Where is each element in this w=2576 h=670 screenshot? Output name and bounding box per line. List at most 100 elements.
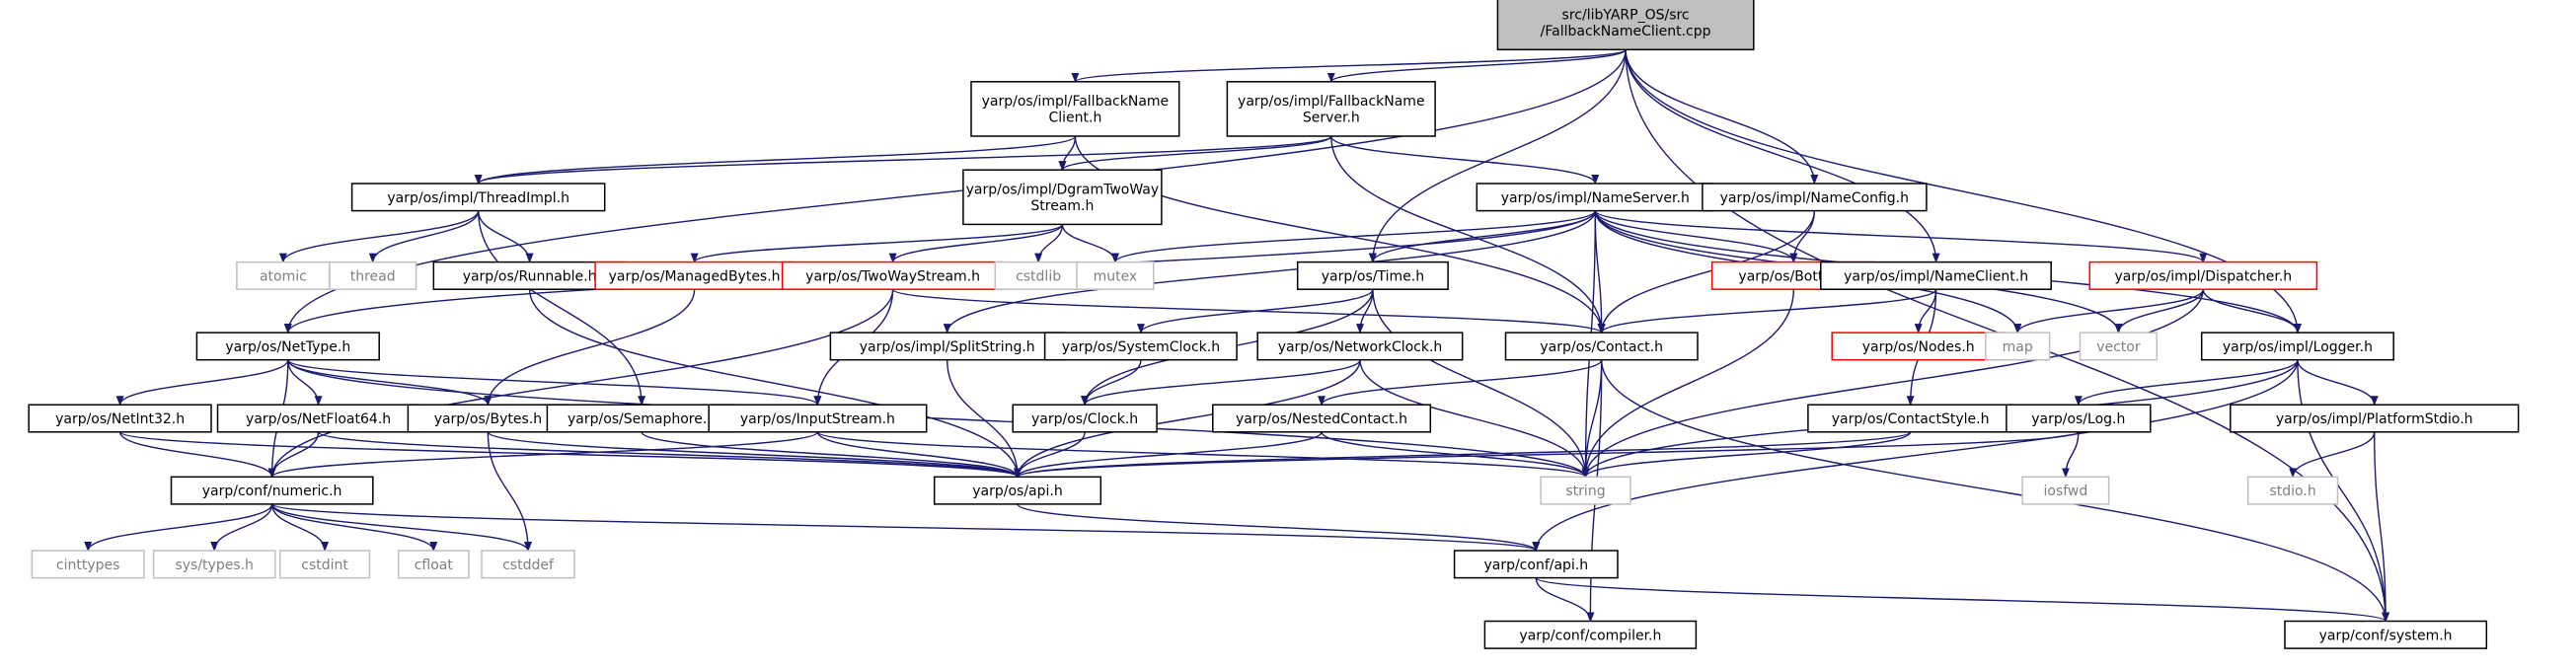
edge-logger-to-platformstdio xyxy=(2297,359,2379,407)
node-box xyxy=(933,476,1102,505)
node-label: Client.h xyxy=(1048,111,1101,126)
node-box xyxy=(1476,183,1714,212)
node-clock[interactable]: yarp/os/Clock.h xyxy=(1012,404,1158,433)
node-atomic: atomic xyxy=(236,261,331,290)
edge-nameserver-to-bottle xyxy=(1594,210,1798,263)
edge-log-to-osapi xyxy=(1014,431,2080,479)
edge-time-to-systemclock xyxy=(1136,288,1374,335)
node-managedbytes[interactable]: yarp/os/ManagedBytes.h xyxy=(594,261,795,290)
edge-root-to-nameclient xyxy=(1625,49,1940,263)
node-label: /FallbackNameClient.cpp xyxy=(1541,24,1711,39)
node-system[interactable]: yarp/conf/system.h xyxy=(2284,620,2488,649)
node-box xyxy=(1702,183,1928,212)
node-nestedcontact[interactable]: yarp/os/NestedContact.h xyxy=(1212,404,1432,433)
node-nameconfig[interactable]: yarp/os/impl/NameConfig.h xyxy=(1702,183,1928,212)
node-numeric[interactable]: yarp/conf/numeric.h xyxy=(170,476,374,505)
edge-bytes-to-osapi xyxy=(487,431,1022,479)
node-networkclock[interactable]: yarp/os/NetworkClock.h xyxy=(1256,332,1464,361)
node-nameclient[interactable]: yarp/os/impl/NameClient.h xyxy=(1820,261,2052,290)
node-fnc[interactable]: yarp/os/impl/FallbackNameClient.h xyxy=(970,81,1180,137)
node-box xyxy=(407,404,569,433)
node-semaphore[interactable]: yarp/os/Semaphore.h xyxy=(546,404,737,433)
edge-threadimpl-to-atomic xyxy=(278,210,480,263)
node-threadimpl[interactable]: yarp/os/impl/ThreadImpl.h xyxy=(350,183,606,212)
node-nameserver[interactable]: yarp/os/impl/NameServer.h xyxy=(1476,183,1714,212)
edge-runnable-to-osapi xyxy=(528,289,1022,479)
node-splitstring[interactable]: yarp/os/impl/SplitString.h xyxy=(829,332,1065,361)
node-label: mutex xyxy=(1094,268,1138,284)
edge-fns-to-threadimpl xyxy=(475,135,1332,185)
node-nodes[interactable]: yarp/os/Nodes.h xyxy=(1831,332,2007,361)
edge-bottle-to-string xyxy=(1581,289,1794,479)
node-log[interactable]: yarp/os/Log.h xyxy=(2006,404,2152,433)
node-contactstyle[interactable]: yarp/os/ContactStyle.h xyxy=(1807,404,2014,433)
node-inputstream[interactable]: yarp/os/InputStream.h xyxy=(708,404,928,433)
node-bytes[interactable]: yarp/os/Bytes.h xyxy=(407,404,569,433)
node-runnable[interactable]: yarp/os/Runnable.h xyxy=(432,261,627,290)
node-label: stdio.h xyxy=(2269,484,2315,499)
edge-nestedcontact-to-osapi xyxy=(1014,431,1323,479)
node-box xyxy=(1820,261,2052,290)
node-platformstdio[interactable]: yarp/os/impl/PlatformStdio.h xyxy=(2230,404,2520,433)
node-label: yarp/os/impl/FallbackName xyxy=(982,94,1170,110)
node-box xyxy=(1256,332,1464,361)
node-box xyxy=(708,404,928,433)
nodes-layer: src/libYARP_OS/src/FallbackNameClient.cp… xyxy=(28,0,2520,649)
node-label: yarp/os/Bytes.h xyxy=(434,411,542,427)
node-compiler[interactable]: yarp/conf/compiler.h xyxy=(1483,620,1698,649)
node-label: src/libYARP_OS/src xyxy=(1562,8,1690,24)
node-box xyxy=(962,169,1163,226)
edge-confapi-to-compiler xyxy=(1535,577,1595,623)
edge-dgram-to-managedbytes xyxy=(690,223,1064,263)
node-label: yarp/os/Runnable.h xyxy=(463,268,597,284)
node-box xyxy=(1504,332,1699,361)
node-box xyxy=(994,261,1083,290)
node-netint32[interactable]: yarp/os/NetInt32.h xyxy=(28,404,212,433)
node-contact[interactable]: yarp/os/Contact.h xyxy=(1504,332,1699,361)
node-label: yarp/conf/api.h xyxy=(1483,558,1588,573)
edge-log-to-iosfwd xyxy=(2061,431,2080,479)
node-root[interactable]: src/libYARP_OS/src/FallbackNameClient.cp… xyxy=(1496,0,1755,51)
node-box xyxy=(1076,261,1155,290)
node-box xyxy=(278,550,371,579)
node-twowaystream[interactable]: yarp/os/TwoWayStream.h xyxy=(781,261,1005,290)
node-label: yarp/os/Time.h xyxy=(1322,268,1424,284)
node-box xyxy=(1453,550,1619,579)
edge-networkclock-to-clock xyxy=(1081,359,1361,407)
node-label: yarp/os/impl/NameServer.h xyxy=(1501,190,1690,206)
edge-contact-to-system xyxy=(1601,359,2390,623)
node-box xyxy=(1985,332,2051,361)
node-systemclock[interactable]: yarp/os/SystemClock.h xyxy=(1043,332,1238,361)
node-label: map xyxy=(2003,339,2033,355)
node-box xyxy=(397,550,470,579)
node-box xyxy=(329,261,417,290)
edge-bytes-to-cstddef xyxy=(487,431,532,552)
node-dispatcher[interactable]: yarp/os/impl/Dispatcher.h xyxy=(2088,261,2318,290)
edge-contactstyle-to-osapi xyxy=(1014,431,1912,479)
edge-dgram-to-mutex xyxy=(1061,224,1119,263)
node-time[interactable]: yarp/os/Time.h xyxy=(1296,261,1449,290)
node-logger[interactable]: yarp/os/impl/Logger.h xyxy=(2200,332,2394,361)
node-netfloat64[interactable]: yarp/os/NetFloat64.h xyxy=(216,404,420,433)
node-confapi[interactable]: yarp/conf/api.h xyxy=(1453,550,1619,579)
node-nettype[interactable]: yarp/os/NetType.h xyxy=(195,332,380,361)
node-osapi[interactable]: yarp/os/api.h xyxy=(933,476,1102,505)
node-box xyxy=(1212,404,1432,433)
node-cstdlib: cstdlib xyxy=(994,261,1083,290)
node-label: yarp/os/Contact.h xyxy=(1540,339,1663,355)
node-box xyxy=(2006,404,2152,433)
edge-networkclock-to-osapi xyxy=(1014,359,1361,479)
edge-dispatcher-to-map xyxy=(2013,288,2204,335)
edge-dispatcher-to-logger xyxy=(2202,289,2302,335)
node-iosfwd: iosfwd xyxy=(2021,476,2110,505)
node-box xyxy=(481,550,575,579)
node-box xyxy=(1483,620,1698,649)
node-map: map xyxy=(1985,332,2051,361)
node-cstdint: cstdint xyxy=(278,550,371,579)
edge-threadimpl-to-thread xyxy=(368,210,480,263)
edge-platformstdio-to-system xyxy=(2374,431,2390,623)
edge-root-to-fns xyxy=(1326,48,1627,83)
